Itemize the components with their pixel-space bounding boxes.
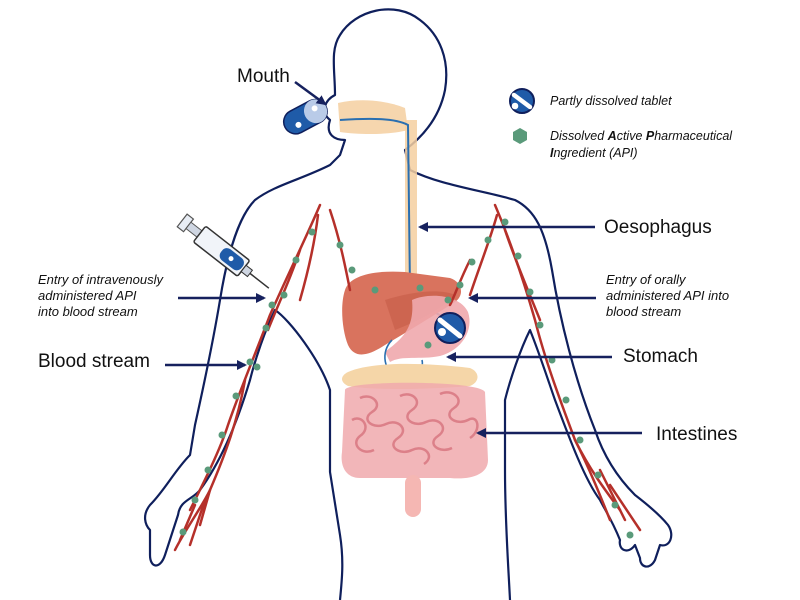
label-stomach: Stomach (623, 346, 698, 367)
oral-entry-line2: administered API into (606, 288, 730, 303)
body-outline (144, 8, 673, 600)
label-blood-stream: Blood stream (38, 351, 150, 372)
iv-entry-line1: Entry of intravenously (38, 272, 164, 287)
oesophagus-tube (405, 120, 417, 290)
legend-api-icon (513, 128, 527, 144)
legend-tablet-icon (509, 88, 535, 114)
legend-api-prefix: Dissolved (550, 129, 608, 143)
legend-api-i: I (550, 146, 554, 160)
tablet-in-stomach (434, 312, 466, 344)
iv-entry-line2: administered API (38, 288, 137, 303)
label-intestines: Intestines (656, 424, 738, 445)
iv-entry-line3: into blood stream (38, 304, 138, 319)
legend-api-label: Dissolved Active Pharmaceutical Ingredie… (550, 128, 732, 162)
oral-entry-line3: blood stream (606, 304, 682, 319)
legend-tablet-label: Partly dissolved tablet (550, 94, 672, 108)
label-oral-entry: Entry of orally administered API into bl… (606, 272, 729, 320)
legend-api-harm: harmaceutical (654, 129, 733, 143)
legend-api-a: A (607, 129, 617, 143)
syringe (176, 213, 270, 289)
oral-cavity (338, 100, 408, 135)
legend-api-p: P (645, 129, 655, 143)
oral-entry-line1: Entry of orally (606, 272, 686, 287)
legend-api-rest: ngredient (API) (553, 146, 638, 160)
label-oesophagus: Oesophagus (604, 217, 712, 238)
intestines-organ (341, 382, 488, 517)
colon-band (342, 363, 478, 389)
legend-api-ctive: ctive (616, 129, 646, 143)
label-iv-entry: Entry of intravenously administered API … (38, 272, 163, 320)
label-mouth: Mouth (237, 66, 290, 87)
tablet-at-mouth (282, 98, 328, 135)
label-arrows (165, 80, 642, 438)
